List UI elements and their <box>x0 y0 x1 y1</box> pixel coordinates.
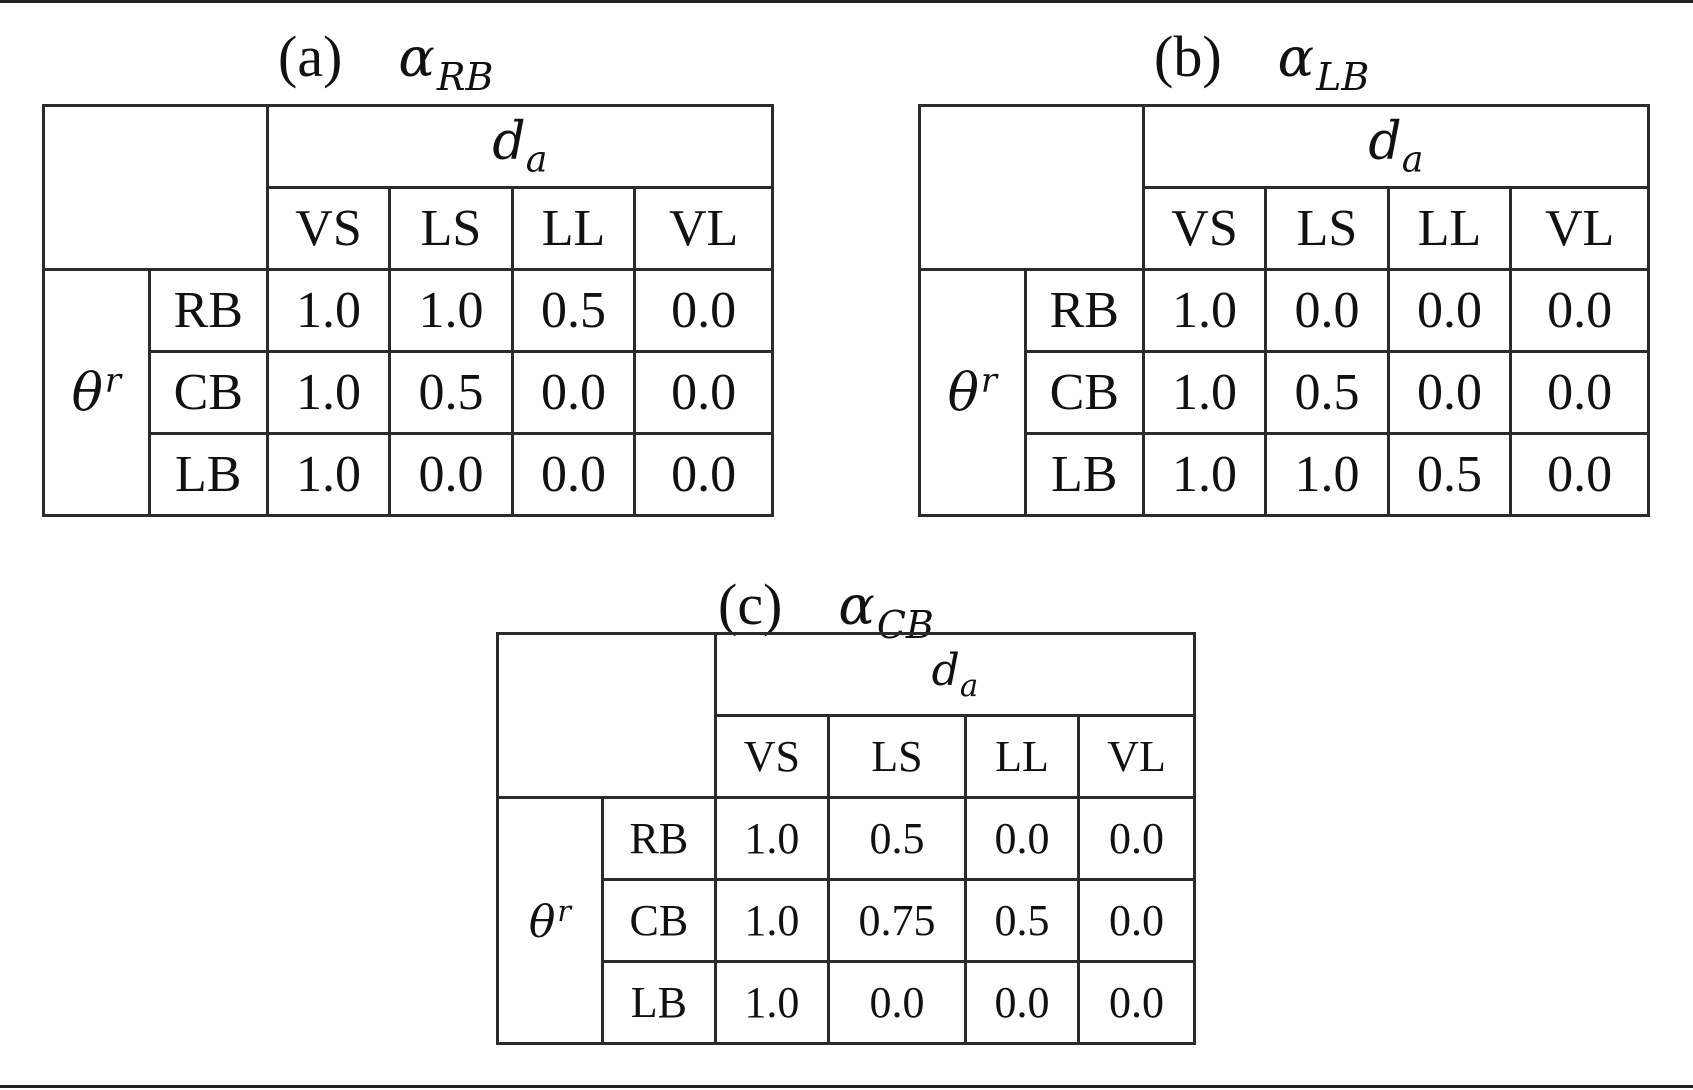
membership-table: da VS LS LL VL θr RB 1.0 0.5 0.0 0.0 CB … <box>496 632 1197 1045</box>
row-label: LB <box>600 960 717 1045</box>
value-cell: 0.0 <box>633 268 774 353</box>
column-header: LS <box>1264 186 1390 271</box>
value-cell: 1.0 <box>265 268 392 353</box>
column-header: LS <box>388 186 514 271</box>
value-cell: 0.0 <box>1386 268 1513 353</box>
table-row: CB 1.0 0.5 0.0 0.0 <box>920 350 1650 435</box>
value-cell: 0.0 <box>510 350 637 435</box>
column-header: LL <box>964 714 1081 799</box>
value-cell: 1.0 <box>388 268 514 353</box>
value-cell: 0.0 <box>1264 268 1390 353</box>
value-cell: 0.0 <box>964 960 1081 1045</box>
panel-caption: (c) αCB <box>718 572 934 658</box>
value-cell: 0.0 <box>1077 960 1196 1045</box>
variable-symbol: α <box>398 26 435 89</box>
row-label: CB <box>1023 350 1145 435</box>
column-header: VS <box>713 714 830 799</box>
variable-subscript: LB <box>1316 55 1370 99</box>
row-label: CB <box>147 350 269 435</box>
value-cell: 0.5 <box>1264 350 1390 435</box>
corner-cell <box>496 632 717 799</box>
panel-label: (a) <box>278 24 343 89</box>
value-cell: 0.0 <box>633 432 774 517</box>
value-cell: 1.0 <box>713 878 830 963</box>
row-label: LB <box>1023 432 1145 517</box>
value-cell: 0.0 <box>1077 796 1196 881</box>
corner-cell <box>42 104 269 271</box>
variable-symbol: α <box>1277 26 1315 89</box>
membership-table: da VS LS LL VL θr RB 1.0 0.0 0.0 0.0 CB … <box>918 104 1651 517</box>
column-header: LL <box>1386 186 1513 271</box>
panel-caption: (b) αLB <box>1154 24 1369 110</box>
variable-subscript: RB <box>436 55 494 99</box>
value-cell: 0.5 <box>826 796 968 881</box>
value-cell: 0.0 <box>1509 350 1650 435</box>
value-cell: 1.0 <box>265 432 392 517</box>
value-cell: 0.75 <box>826 878 968 963</box>
value-cell: 0.0 <box>1509 268 1650 353</box>
membership-table: da VS LS LL VL θr RB 1.0 1.0 0.5 0.0 CB … <box>42 104 775 517</box>
column-header: VL <box>1077 714 1196 799</box>
column-group-header: da <box>265 104 775 189</box>
value-cell: 1.0 <box>1141 350 1268 435</box>
top-rule <box>0 0 1693 3</box>
corner-cell <box>918 104 1145 271</box>
value-cell: 1.0 <box>1141 268 1268 353</box>
column-group-header: da <box>1141 104 1651 189</box>
value-cell: 1.0 <box>265 350 392 435</box>
column-header: LS <box>826 714 968 799</box>
bottom-rule <box>0 1085 1693 1088</box>
table-row: LB 1.0 0.0 0.0 0.0 <box>498 960 1196 1045</box>
row-label: CB <box>600 878 717 963</box>
table-row: CB 1.0 0.75 0.5 0.0 <box>498 878 1196 963</box>
value-cell: 0.0 <box>1509 432 1650 517</box>
table-row: θr RB 1.0 0.5 0.0 0.0 <box>496 796 1196 1045</box>
panel-label: (b) <box>1154 24 1222 89</box>
value-cell: 0.0 <box>388 432 514 517</box>
value-cell: 1.0 <box>713 960 830 1045</box>
value-cell: 0.5 <box>964 878 1081 963</box>
row-group-header: θr <box>496 796 604 1045</box>
panel-label: (c) <box>718 572 783 637</box>
panel-variable: αCB <box>838 574 933 647</box>
column-header: VS <box>1141 186 1268 271</box>
value-cell: 0.0 <box>826 960 968 1045</box>
row-group-header: θr <box>918 268 1027 517</box>
column-header: LL <box>510 186 637 271</box>
panel-variable: αRB <box>398 26 493 99</box>
column-header: VL <box>1509 186 1650 271</box>
table-row: CB 1.0 0.5 0.0 0.0 <box>44 350 774 435</box>
row-label: RB <box>147 268 269 353</box>
row-label: RB <box>1023 268 1145 353</box>
value-cell: 0.5 <box>388 350 514 435</box>
value-cell: 0.5 <box>510 268 637 353</box>
row-label: LB <box>147 432 269 517</box>
value-cell: 0.0 <box>1386 350 1513 435</box>
row-label: RB <box>600 796 717 881</box>
panel-variable: αLB <box>1277 26 1370 99</box>
value-cell: 0.0 <box>633 350 774 435</box>
variable-symbol: α <box>838 574 875 637</box>
table-row: θr RB 1.0 0.0 0.0 0.0 <box>918 268 1650 517</box>
column-header: VL <box>633 186 774 271</box>
value-cell: 1.0 <box>713 796 830 881</box>
panel-caption: (a) αRB <box>278 24 493 110</box>
table-row: θr RB 1.0 1.0 0.5 0.0 <box>42 268 774 517</box>
value-cell: 1.0 <box>1141 432 1268 517</box>
value-cell: 0.5 <box>1386 432 1513 517</box>
table-row: LB 1.0 0.0 0.0 0.0 <box>44 432 774 517</box>
value-cell: 0.0 <box>1077 878 1196 963</box>
table-row: LB 1.0 1.0 0.5 0.0 <box>920 432 1650 517</box>
row-group-header: θr <box>42 268 151 517</box>
value-cell: 0.0 <box>964 796 1081 881</box>
column-group-header: da <box>713 632 1197 717</box>
value-cell: 0.0 <box>510 432 637 517</box>
value-cell: 1.0 <box>1264 432 1390 517</box>
column-header: VS <box>265 186 392 271</box>
